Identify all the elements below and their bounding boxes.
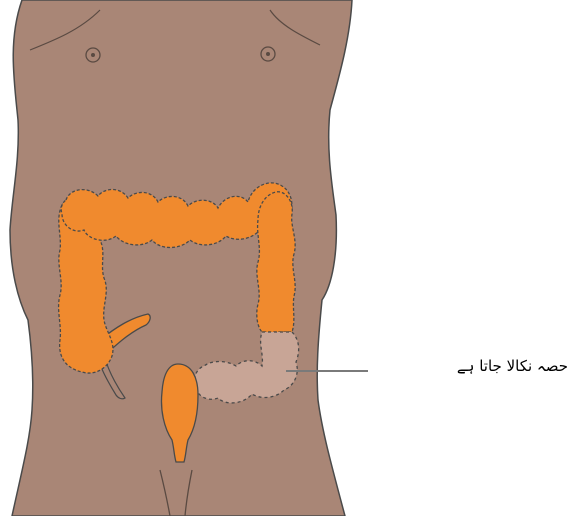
removed-section-label: حصہ نکالا جاتا ہے: [372, 357, 568, 375]
